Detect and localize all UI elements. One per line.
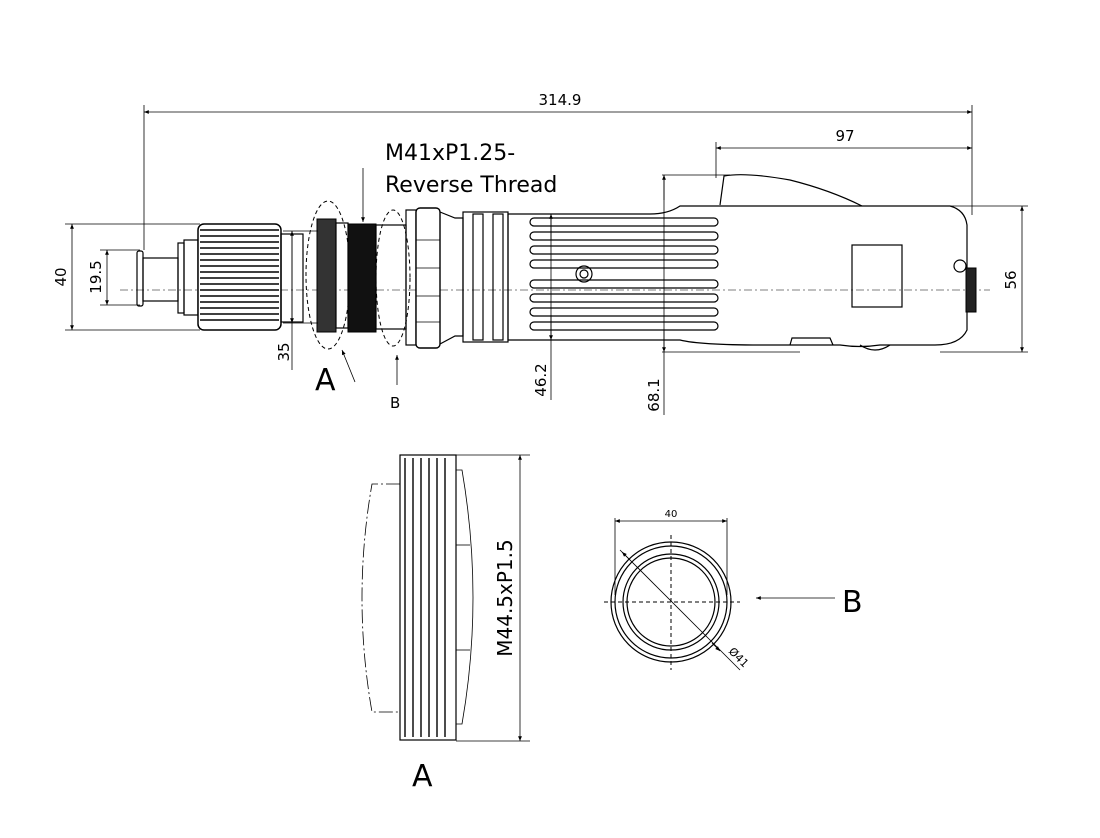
thread-a [305, 200, 351, 350]
trigger-lever [719, 174, 863, 207]
grip-slot [529, 231, 719, 241]
dim-rear-height: 56 [1002, 270, 1020, 289]
dimension-grip: 46.2 [532, 214, 553, 400]
dim-total-height: 68.1 [645, 378, 663, 411]
callout-a: A [315, 349, 356, 398]
callout-a-label: A [315, 363, 336, 398]
dimension-rear-height: 56 [940, 205, 1028, 353]
grip-slot [529, 307, 719, 317]
detail-b-view: Ø41 40 B [604, 509, 863, 671]
motor-body [462, 174, 977, 351]
dimension-overall: 314.9 [143, 91, 973, 250]
dim-bit-diameter: 19.5 [87, 260, 105, 293]
grip-slot [529, 217, 719, 227]
display-window [851, 244, 903, 308]
detail-b-width: 40 [665, 509, 678, 520]
dim-front-diameter: 40 [52, 267, 70, 286]
detail-b-diameter: Ø41 [726, 645, 751, 670]
bit-holder [136, 239, 199, 316]
dim-rear-length: 97 [835, 127, 854, 145]
callout-b: B [390, 355, 400, 412]
grip-slot [529, 321, 719, 331]
thread-note-line1: M41xP1.25- [385, 141, 515, 166]
dimension-front: 40 19.5 35 [52, 223, 318, 370]
dim-overall-length: 314.9 [539, 91, 582, 109]
grip-slot [529, 259, 719, 269]
grip-slot [529, 245, 719, 255]
dim-grip-height: 46.2 [532, 363, 550, 396]
dim-nose-diameter: 35 [275, 342, 293, 361]
thread-note-line2: Reverse Thread [385, 173, 557, 198]
detail-a-view: M44.5xP1.5 A [361, 454, 530, 794]
grip-slot [529, 279, 719, 289]
side-view: 314.9 97 M41xP1.25- Reverse Thread 40 19… [52, 91, 1028, 415]
dimension-rear: 97 [715, 127, 972, 178]
detail-a-label: A [412, 759, 433, 794]
detail-a-thread-spec: M44.5xP1.5 [493, 539, 517, 657]
grip-slot [529, 293, 719, 303]
grip-slots [529, 217, 719, 331]
callout-b-label: B [390, 394, 400, 412]
dimension-total-height: 68.1 [645, 174, 800, 415]
reverse-thread [347, 209, 411, 347]
detail-b-label: B [842, 585, 863, 620]
thread-note: M41xP1.25- Reverse Thread [361, 141, 557, 222]
knurled-collar [197, 223, 304, 331]
front-nut [405, 207, 464, 349]
